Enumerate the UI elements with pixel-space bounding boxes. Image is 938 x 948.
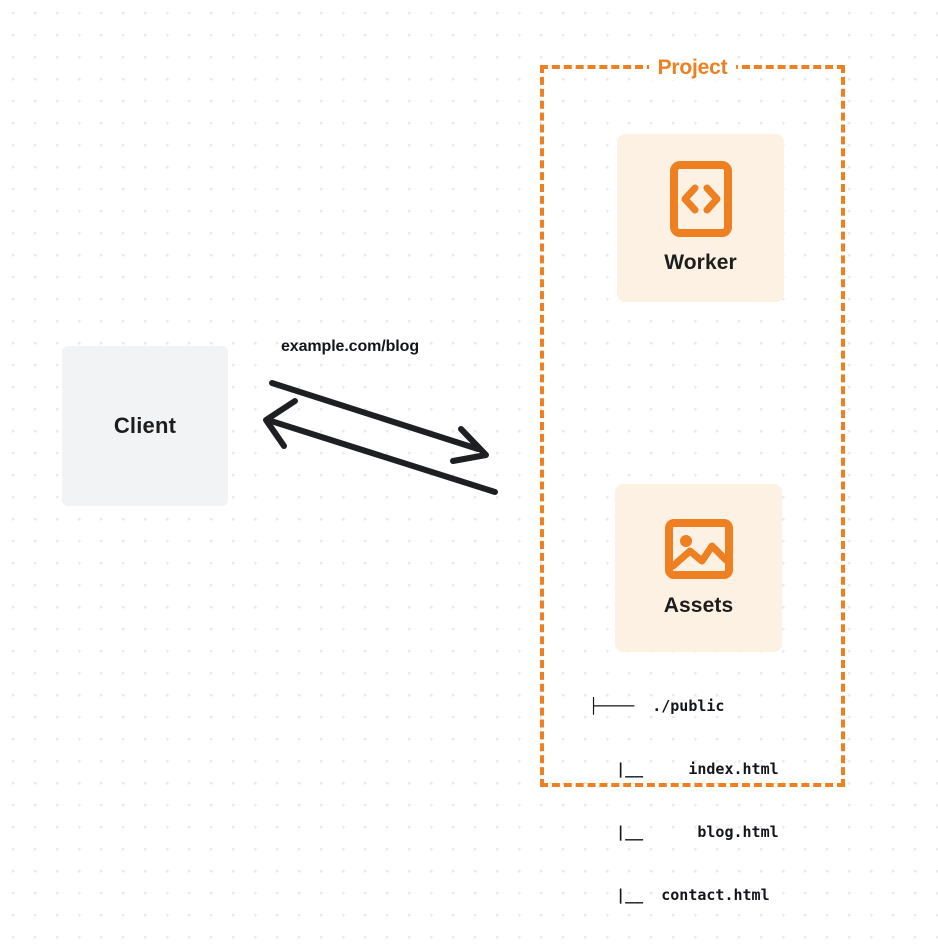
assets-file-tree: ├──── ./public |__ index.html |__ blog.h… — [589, 654, 779, 948]
file-tree-row: ├──── ./public — [589, 697, 725, 715]
code-brackets-icon — [669, 161, 732, 237]
image-icon — [664, 519, 733, 579]
file-tree-row: |__ blog.html — [589, 823, 779, 841]
connection-arrows — [263, 380, 498, 495]
worker-card[interactable]: Worker — [617, 134, 784, 302]
response-arrow-left-icon — [263, 398, 498, 495]
file-tree-row: |__ contact.html — [589, 886, 770, 904]
assets-card-label: Assets — [663, 594, 734, 617]
request-arrow-right-icon — [269, 380, 489, 464]
assets-card[interactable]: Assets — [615, 484, 782, 652]
worker-card-label: Worker — [664, 251, 737, 274]
client-node[interactable]: Client — [62, 346, 228, 506]
file-tree-row: |__ index.html — [589, 760, 779, 778]
project-boundary: Project Worker Assets ├──── ./public |__… — [540, 56, 845, 904]
connection-url-label: example.com/blog — [281, 338, 419, 355]
diagram-canvas: Client example.com/blog Project Worker — [62, 56, 845, 904]
client-label: Client — [113, 413, 177, 438]
project-title: Project — [648, 56, 737, 80]
